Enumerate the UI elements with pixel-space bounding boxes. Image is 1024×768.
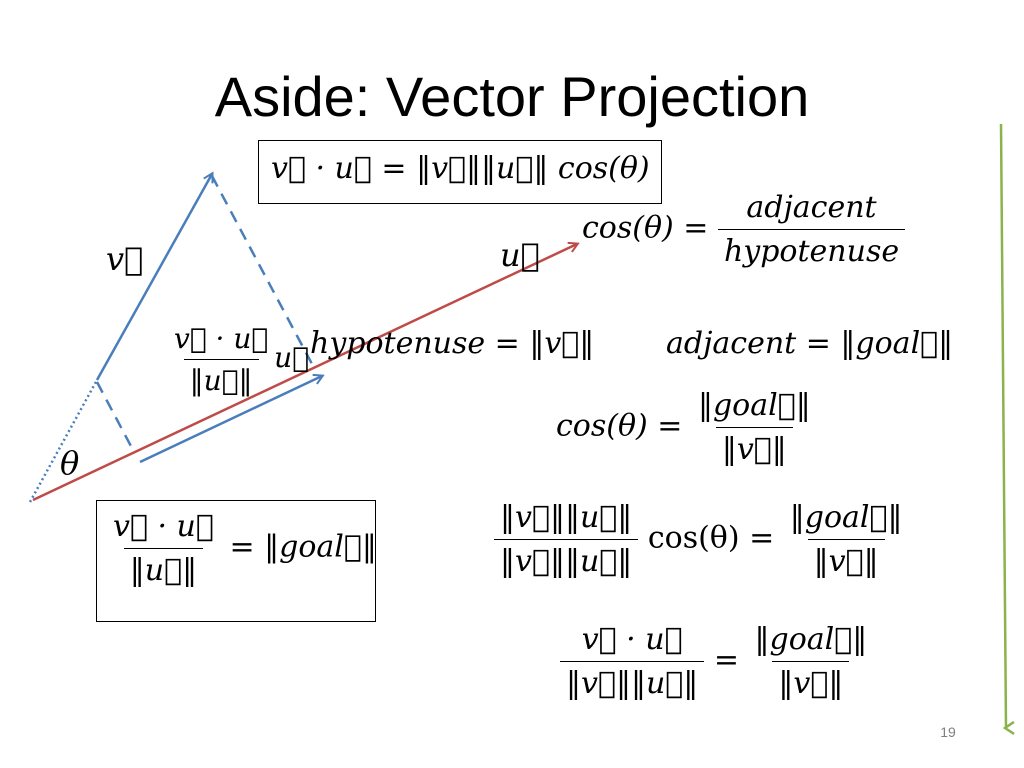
final-num: v⃗ · u⃗ bbox=[581, 622, 683, 657]
v-norm-2: ‖v⃗‖ bbox=[807, 539, 885, 579]
small-drop-line bbox=[95, 381, 135, 451]
final-equals: = bbox=[713, 642, 739, 678]
projection-label: v⃗ · u⃗ ‖u⃗‖ u⃗ bbox=[168, 322, 309, 397]
v-dotted-extension bbox=[28, 379, 99, 503]
final-equation: v⃗ · u⃗ ‖v⃗‖‖u⃗‖ = ‖goal⃗‖ ‖v⃗‖ bbox=[560, 622, 873, 701]
cos2-lhs: cos(θ) = bbox=[556, 408, 683, 444]
projection-vector bbox=[139, 376, 322, 464]
green-down-arrow bbox=[999, 123, 1006, 728]
final-den: ‖v⃗‖‖u⃗‖ bbox=[560, 661, 705, 701]
result-equals: = bbox=[229, 529, 255, 565]
adjacent-label: adjacent bbox=[746, 190, 877, 225]
cos-definition: cos(θ) = adjacent hypotenuse bbox=[582, 190, 906, 269]
vector-u bbox=[32, 244, 577, 502]
slide-title: Aside: Vector Projection bbox=[214, 65, 810, 128]
cos-lhs: cos(θ) = bbox=[582, 210, 709, 246]
goal-norm-2: ‖goal⃗‖ bbox=[789, 500, 903, 535]
adjacent-equation: adjacent = ‖goal⃗‖ bbox=[666, 326, 954, 361]
hypotenuse-label: hypotenuse bbox=[717, 229, 906, 269]
result-equation: v⃗ · u⃗ ‖u⃗‖ = ‖goal⃗‖ bbox=[107, 509, 377, 588]
page-number: 19 bbox=[940, 724, 956, 740]
result-denominator: ‖u⃗‖ bbox=[123, 548, 204, 588]
v-norm-3: ‖v⃗‖ bbox=[772, 661, 850, 701]
dot-identity: v⃗ · u⃗ = ‖v⃗‖‖u⃗‖ cos(θ) bbox=[271, 151, 650, 186]
cos-goal-equation: cos(θ) = ‖goal⃗‖ ‖v⃗‖ bbox=[556, 388, 817, 467]
vector-v bbox=[95, 174, 212, 381]
expanded-den: ‖v⃗‖‖u⃗‖ bbox=[494, 539, 639, 579]
proj-numerator: v⃗ · u⃗ bbox=[174, 322, 269, 355]
result-numerator: v⃗ · u⃗ bbox=[113, 509, 214, 544]
label-u: u⃗ bbox=[500, 236, 540, 274]
label-theta: θ bbox=[60, 444, 80, 482]
label-v: v⃗ bbox=[106, 240, 144, 278]
goal-norm-1: ‖goal⃗‖ bbox=[697, 388, 811, 423]
result-box: v⃗ · u⃗ ‖u⃗‖ = ‖goal⃗‖ bbox=[96, 500, 377, 622]
expanded-num: ‖v⃗‖‖u⃗‖ bbox=[500, 500, 633, 535]
expanded-equation: ‖v⃗‖‖u⃗‖ ‖v⃗‖‖u⃗‖ cos(θ) = ‖goal⃗‖ ‖v⃗‖ bbox=[494, 500, 909, 579]
v-norm-1: ‖v⃗‖ bbox=[715, 427, 793, 467]
hypotenuse-equation: hypotenuse = ‖v⃗‖ bbox=[310, 326, 595, 361]
proj-denominator: ‖u⃗‖ bbox=[183, 359, 259, 397]
expanded-cos: cos(θ) = bbox=[647, 520, 775, 556]
result-goal-norm: ‖goal⃗‖ bbox=[264, 529, 377, 565]
proj-u: u⃗ bbox=[274, 341, 310, 374]
projection-drop-line bbox=[210, 175, 314, 365]
goal-norm-3: ‖goal⃗‖ bbox=[754, 622, 868, 657]
dot-identity-box: v⃗ · u⃗ = ‖v⃗‖‖u⃗‖ cos(θ) bbox=[258, 140, 662, 204]
